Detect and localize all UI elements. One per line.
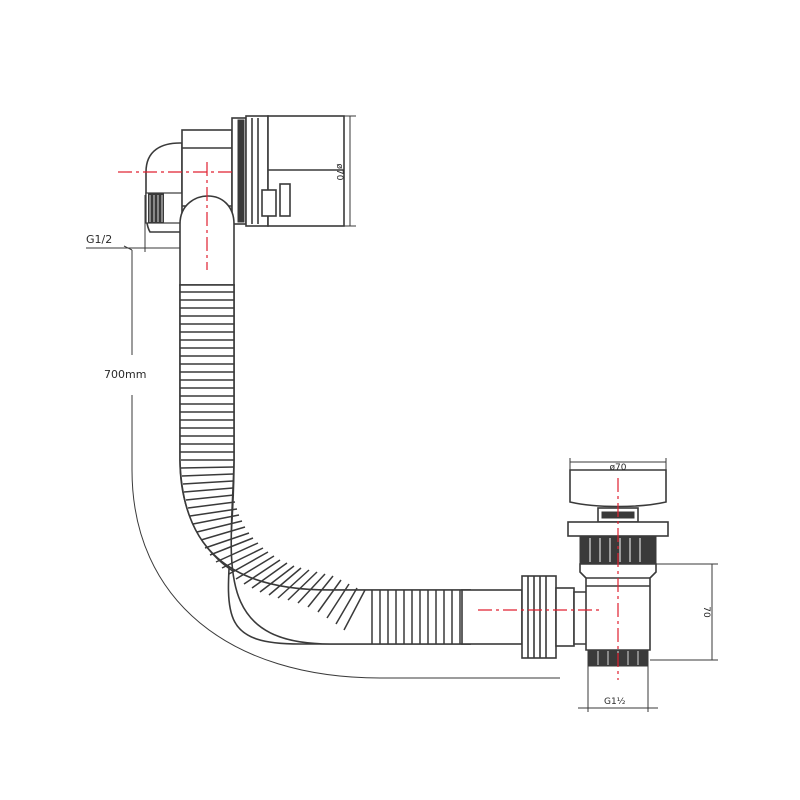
overflow-assembly: ø70: [145, 115, 356, 233]
inlet-thread-label: G1/2: [86, 233, 112, 246]
hose-length-dimension: 700mm: [104, 245, 560, 679]
inlet-thread-hatch: [148, 193, 164, 223]
hose-corrugations-vertical: [180, 291, 235, 477]
hose-length-label: 700mm: [104, 368, 146, 381]
waste-thread-label: G1½: [604, 697, 626, 707]
hose-corrugations-horizontal: [371, 590, 461, 644]
waste-diameter-label: ø70: [610, 463, 627, 473]
hose-corrugations-bend: [182, 480, 366, 631]
flexible-hose: [179, 195, 523, 645]
overflow-diameter-label: ø70: [334, 164, 344, 181]
inlet-thread-dimension: G1/2: [86, 195, 183, 252]
waste-assembly: ø70 70 G1½: [567, 458, 718, 712]
union-nut: [521, 575, 599, 659]
center-axes: [118, 162, 619, 680]
waste-height-label: 70: [701, 606, 711, 618]
